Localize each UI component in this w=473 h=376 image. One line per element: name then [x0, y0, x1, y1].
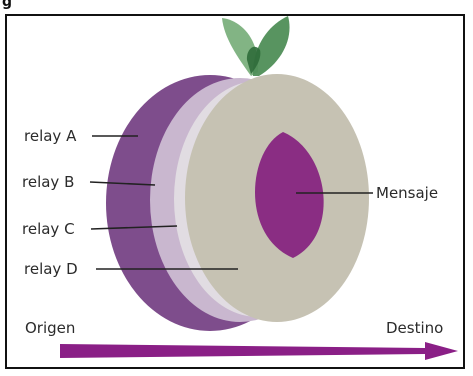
- label-relay-b: relay B: [22, 173, 74, 191]
- arrow-right-icon: [60, 342, 458, 360]
- label-relay-d: relay D: [24, 260, 78, 278]
- label-message: Mensaje: [376, 184, 438, 202]
- onion: [106, 74, 369, 331]
- label-relay-c: relay C: [22, 220, 75, 238]
- label-relay-a: relay A: [24, 127, 77, 145]
- label-destination: Destino: [386, 319, 443, 337]
- label-origin: Origen: [25, 319, 75, 337]
- leaf-icon: [222, 16, 290, 76]
